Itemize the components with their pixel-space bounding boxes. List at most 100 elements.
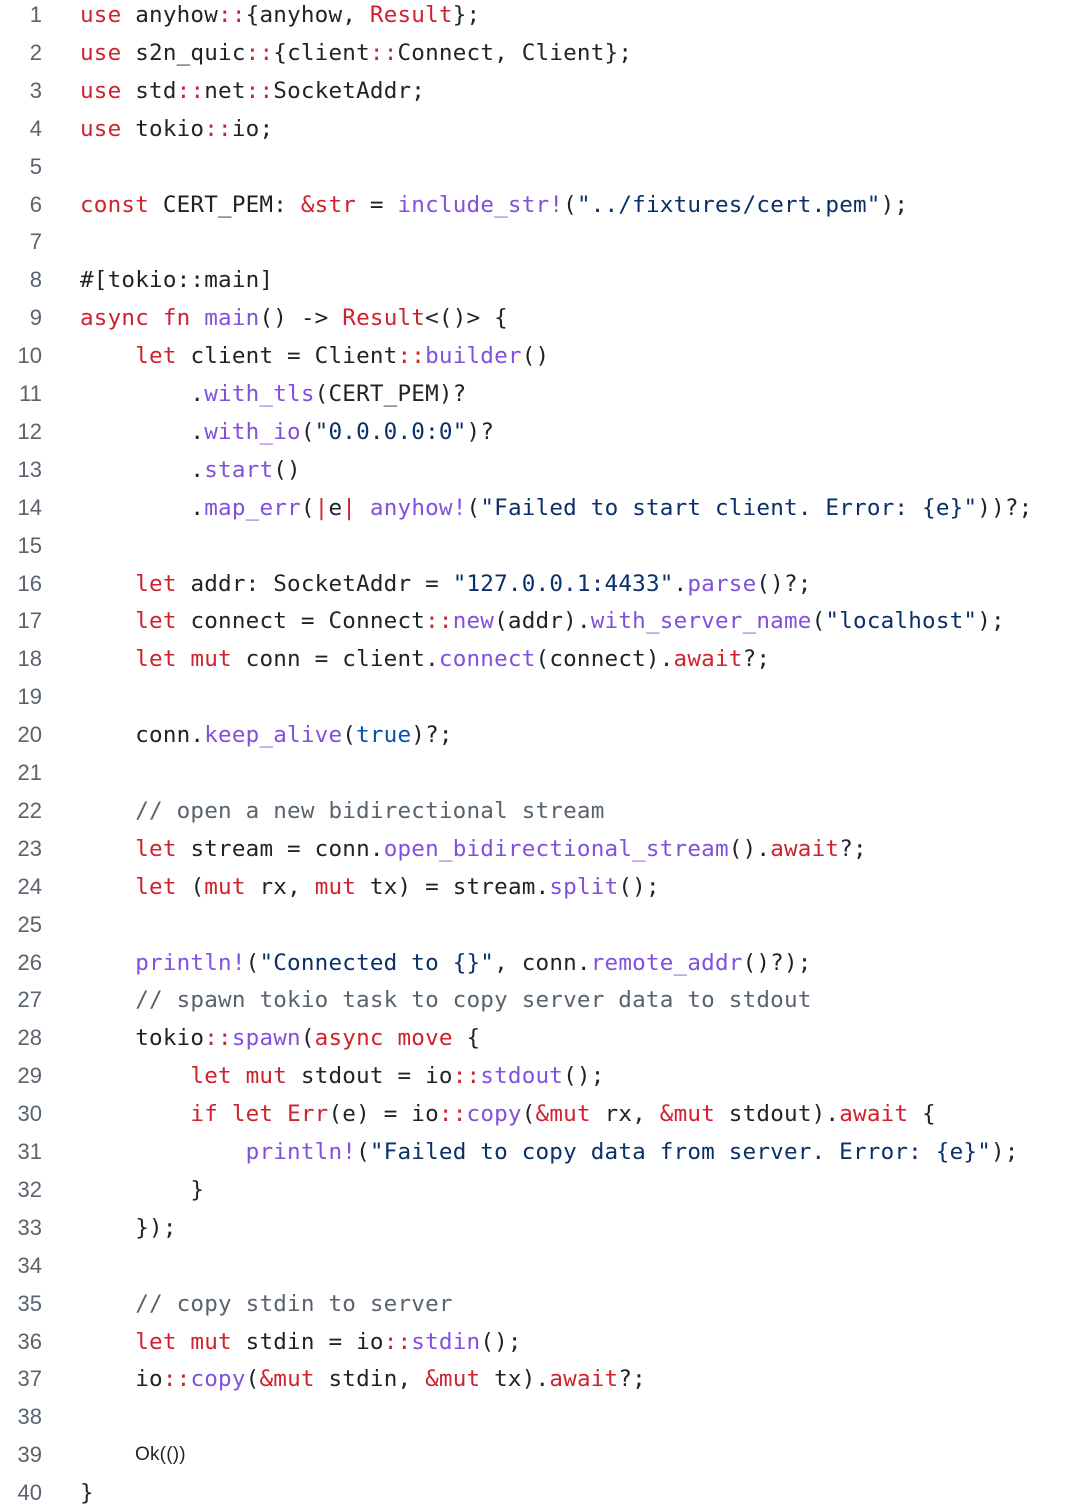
- code-line[interactable]: 22 // open a new bidirectional stream: [0, 792, 1080, 830]
- code-line[interactable]: 37 io::copy(&mut stdin, &mut tx).await?;: [0, 1360, 1080, 1398]
- code-token: use: [80, 77, 122, 104]
- line-number: 14: [17, 494, 42, 520]
- code-line[interactable]: 30 if let Err(e) = io::copy(&mut rx, &mu…: [0, 1095, 1080, 1133]
- code-line[interactable]: 8#[tokio::main]: [0, 261, 1080, 299]
- code-token: &mut: [259, 1366, 315, 1393]
- code-token: use: [80, 2, 122, 28]
- code-line[interactable]: 11 .with_tls(CERT_PEM)?: [0, 375, 1080, 413]
- code-token: ().: [728, 835, 771, 862]
- line-number: 1: [29, 2, 42, 27]
- code-token: , conn.: [494, 949, 591, 976]
- line-number: 38: [17, 1404, 42, 1430]
- code-line[interactable]: 40}: [0, 1474, 1080, 1512]
- code-token: s2n_quic: [121, 39, 246, 66]
- code-token: "0.0.0.0:0": [314, 418, 467, 445]
- code-line[interactable]: 23 let stream = conn.open_bidirectional_…: [0, 830, 1080, 868]
- code-token: };: [452, 2, 481, 28]
- code-line[interactable]: 20 conn.keep_alive(true)?;: [0, 716, 1080, 754]
- code-token: connect: [438, 646, 536, 673]
- code-line[interactable]: 5: [0, 148, 1080, 186]
- code-token: mut: [314, 873, 357, 900]
- code-text: let connect = Connect::new(addr).with_se…: [80, 602, 1005, 640]
- code-line[interactable]: 10 let client = Client::builder(): [0, 337, 1080, 375]
- code-line[interactable]: 24 let (mut rx, mut tx) = stream.split()…: [0, 868, 1080, 906]
- code-line[interactable]: 34: [0, 1247, 1080, 1285]
- code-token: ::: [176, 77, 205, 104]
- code-token: ();: [618, 873, 660, 900]
- code-token: tokio: [80, 1025, 205, 1052]
- code-line[interactable]: 27 // spawn tokio task to copy server da…: [0, 981, 1080, 1019]
- code-token: (): [273, 456, 301, 483]
- line-number: 27: [17, 987, 42, 1013]
- code-token: let: [135, 570, 177, 597]
- code-line[interactable]: 29 let mut stdout = io::stdout();: [0, 1057, 1080, 1095]
- code-line[interactable]: 12 .with_io("0.0.0.0:0")?: [0, 413, 1080, 451]
- code-line[interactable]: 21: [0, 754, 1080, 792]
- code-token: ?;: [618, 1366, 646, 1393]
- code-token: parse: [687, 570, 757, 597]
- code-text: println!("Connected to {}", conn.remote_…: [80, 944, 812, 982]
- code-token: Err: [287, 1101, 329, 1128]
- code-line[interactable]: 7: [0, 223, 1080, 261]
- code-token: rx,: [245, 873, 315, 900]
- code-token: [80, 571, 135, 597]
- code-line[interactable]: 28 tokio::spawn(async move {: [0, 1019, 1080, 1057]
- code-token: anyhow!: [369, 494, 467, 521]
- code-token: remote_addr: [590, 949, 743, 976]
- code-text: io::copy(&mut stdin, &mut tx).await?;: [80, 1360, 646, 1398]
- line-number: 31: [17, 1139, 42, 1164]
- code-text: async fn main() -> Result<()> {: [80, 299, 508, 337]
- code-line[interactable]: 31 println!("Failed to copy data from se…: [0, 1133, 1080, 1171]
- code-line[interactable]: 33 });: [0, 1209, 1080, 1247]
- code-token: builder: [425, 343, 522, 370]
- code-token: [80, 1139, 246, 1165]
- line-number: 34: [17, 1252, 42, 1278]
- code-token: copy: [466, 1101, 522, 1128]
- code-token: e: [328, 494, 343, 521]
- code-token: with_io: [204, 418, 301, 445]
- code-token: split: [549, 873, 619, 900]
- code-line[interactable]: 38: [0, 1398, 1080, 1436]
- code-token: use: [80, 115, 122, 142]
- code-token: ::: [452, 1063, 481, 1090]
- code-text: let addr: SocketAddr = "127.0.0.1:4433".…: [80, 565, 812, 603]
- code-token: Result: [369, 2, 453, 28]
- code-line[interactable]: 35 // copy stdin to server: [0, 1285, 1080, 1323]
- code-token: addr: SocketAddr =: [176, 570, 453, 597]
- code-line[interactable]: 13 .start(): [0, 451, 1080, 489]
- code-token: anyhow: [121, 2, 219, 28]
- code-line[interactable]: 18 let mut conn = client.connect(connect…: [0, 640, 1080, 678]
- code-token: CERT_PEM:: [149, 191, 301, 218]
- line-number: 40: [17, 1480, 42, 1506]
- code-line[interactable]: 32 }: [0, 1171, 1080, 1209]
- code-text: if let Err(e) = io::copy(&mut rx, &mut s…: [80, 1095, 936, 1133]
- line-number: 30: [17, 1101, 42, 1127]
- code-token: (): [521, 343, 550, 370]
- code-line[interactable]: 36 let mut stdin = io::stdin();: [0, 1323, 1080, 1361]
- code-token: ::: [204, 115, 232, 142]
- code-token: [80, 1329, 135, 1355]
- code-line[interactable]: 26 println!("Connected to {}", conn.remo…: [0, 944, 1080, 982]
- code-token: println!: [245, 1139, 357, 1165]
- code-line[interactable]: 25: [0, 906, 1080, 944]
- code-line[interactable]: 17 let connect = Connect::new(addr).with…: [0, 602, 1080, 640]
- code-token: {: [908, 1101, 936, 1128]
- code-text: conn.keep_alive(true)?;: [80, 716, 453, 754]
- code-token: ))?;: [977, 494, 1033, 521]
- code-token: (: [245, 1366, 260, 1393]
- code-text: const CERT_PEM: &str = include_str!("../…: [80, 186, 908, 224]
- code-line[interactable]: 14 .map_err(|e| anyhow!("Failed to start…: [0, 489, 1080, 527]
- code-line[interactable]: 15: [0, 527, 1080, 565]
- code-line[interactable]: 16 let addr: SocketAddr = "127.0.0.1:443…: [0, 565, 1080, 603]
- code-token: [80, 950, 135, 976]
- code-line[interactable]: 19: [0, 678, 1080, 716]
- line-number: 20: [17, 722, 42, 748]
